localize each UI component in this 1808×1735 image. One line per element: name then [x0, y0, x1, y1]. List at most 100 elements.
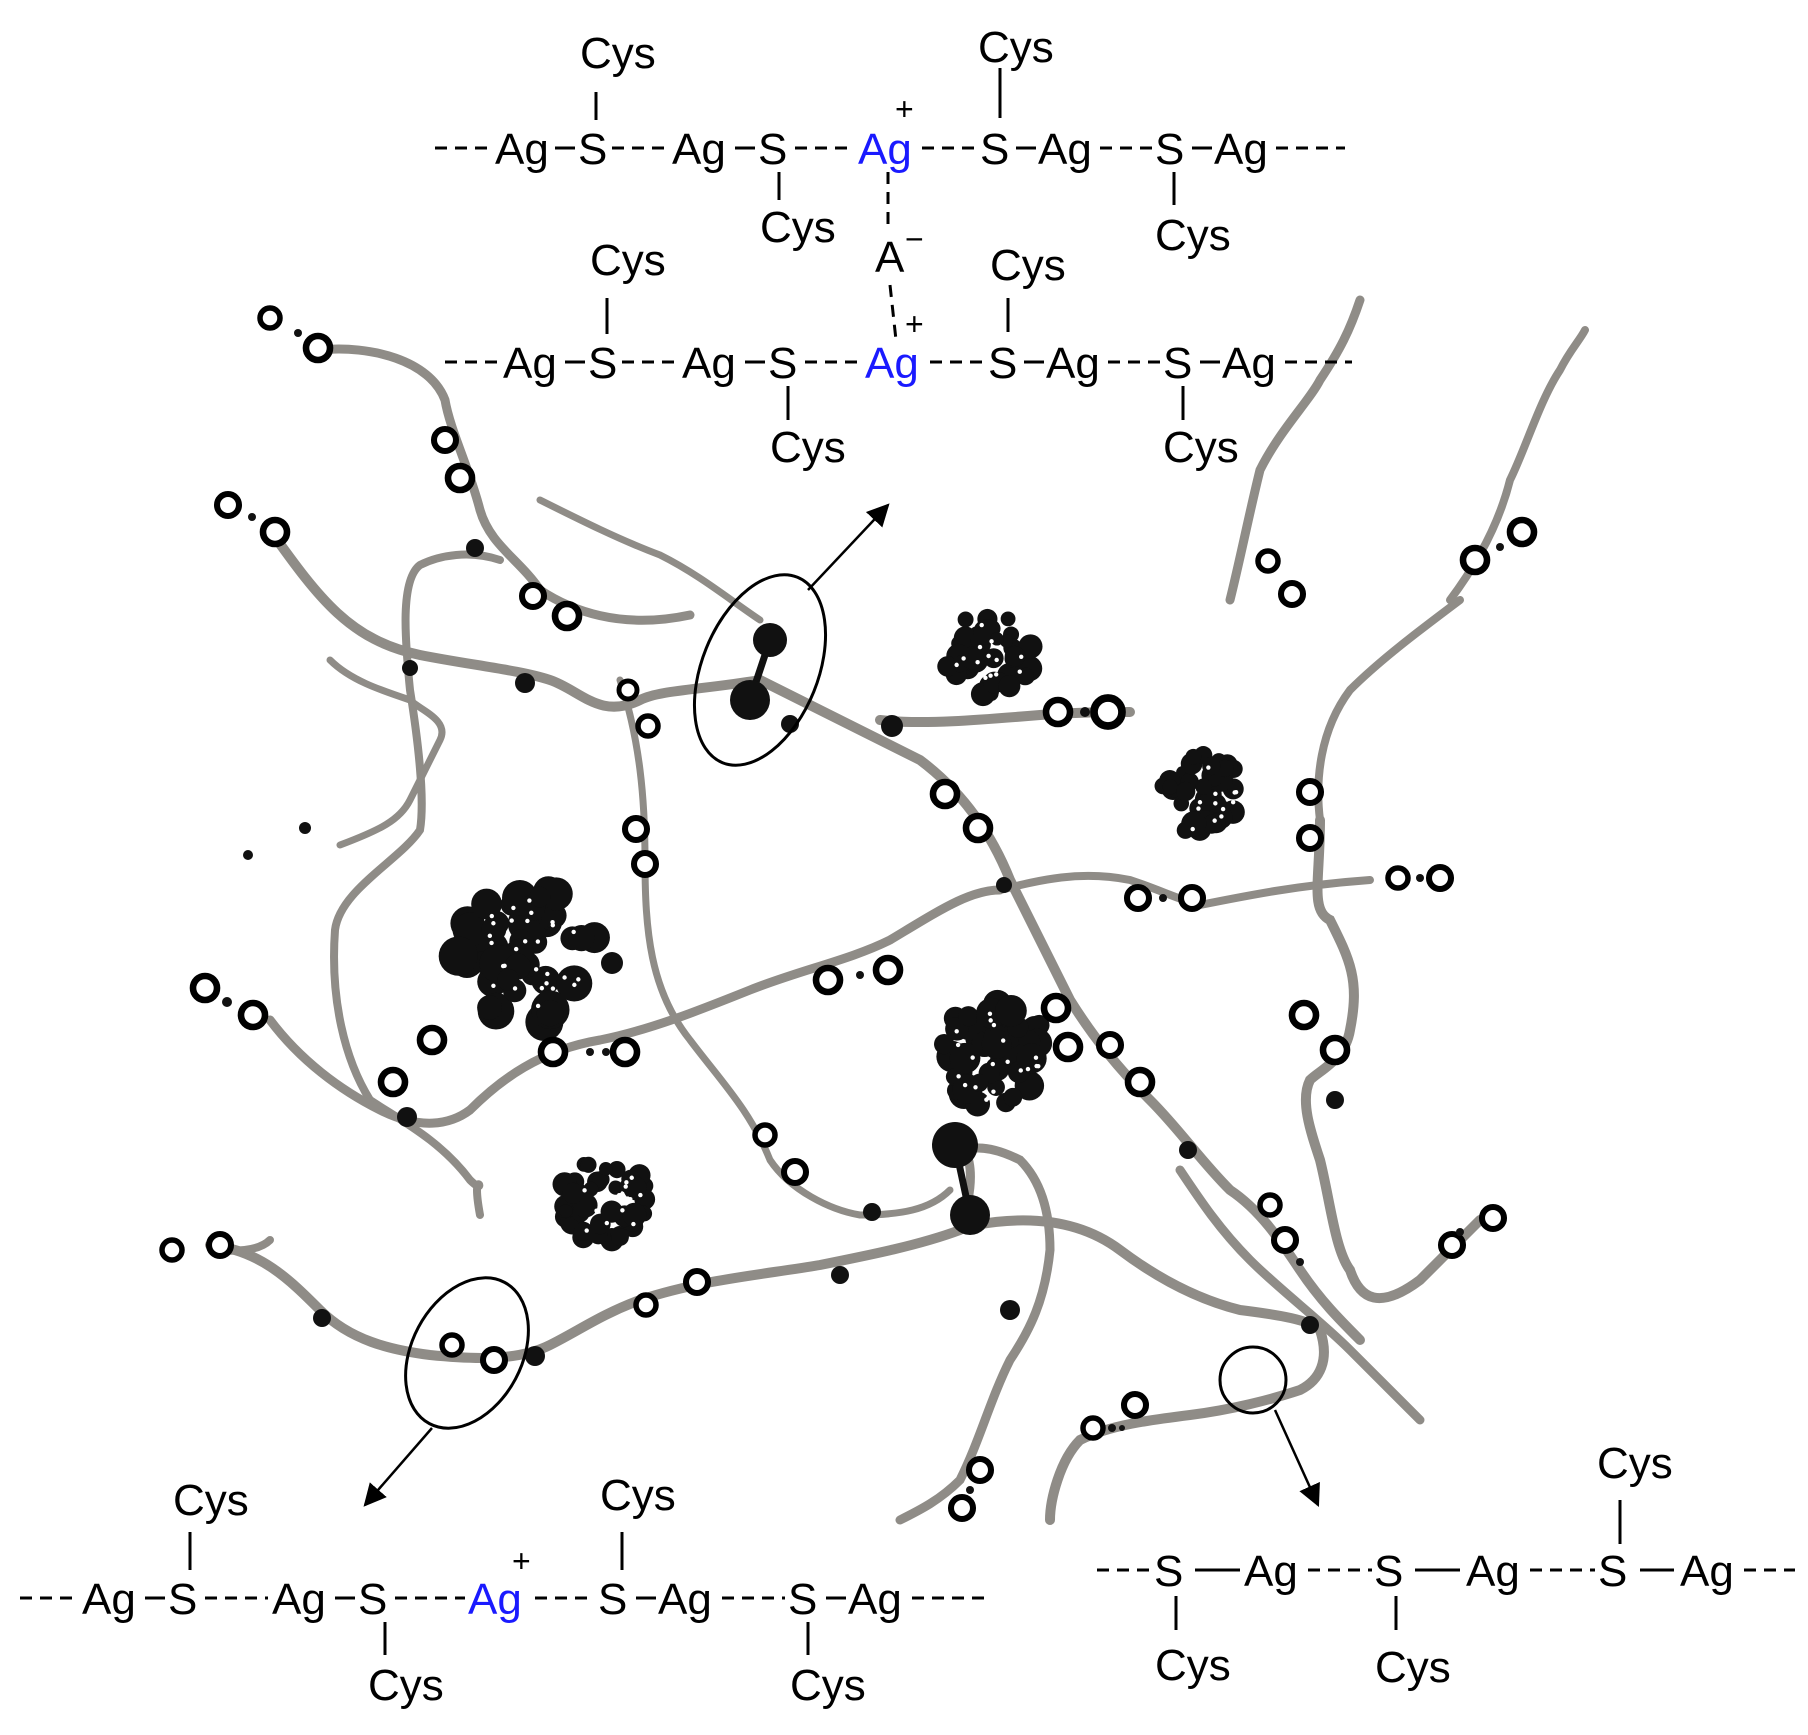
cluster-particle	[611, 1228, 629, 1246]
cluster-speckle	[562, 975, 567, 980]
cluster-speckle	[1230, 800, 1236, 805]
cluster-speckle	[535, 1003, 541, 1009]
crosslink-node	[950, 1195, 990, 1235]
ag-label: Ag	[1244, 1547, 1298, 1596]
cluster-particle	[1176, 781, 1196, 802]
fiber-7	[1225, 295, 1365, 605]
cluster-particle	[934, 1033, 955, 1055]
cluster-speckle	[525, 918, 530, 924]
cluster-speckle	[962, 1082, 968, 1088]
fiber-12	[326, 656, 446, 849]
cluster-speckle	[954, 662, 959, 668]
node-dot	[313, 1309, 331, 1327]
cluster-4	[934, 989, 1053, 1117]
ag-ion-label: Ag	[865, 339, 919, 388]
ring-mark	[635, 713, 661, 739]
cluster-speckle	[1206, 765, 1211, 770]
ring-mark	[213, 490, 243, 520]
s-label: S	[1154, 1547, 1183, 1596]
fiber-18	[536, 496, 764, 624]
node-dot	[1301, 1316, 1319, 1334]
cluster-particle	[1000, 611, 1016, 627]
node-dot	[1108, 1424, 1116, 1432]
cluster-particle	[562, 1182, 584, 1204]
ring-mark	[929, 778, 961, 810]
cys-label: Cys	[1155, 211, 1231, 260]
ring-mark	[479, 1345, 509, 1375]
arrow-top	[807, 503, 890, 591]
plus-charge: +	[895, 91, 914, 127]
s-label: S	[1374, 1547, 1403, 1596]
cluster-speckle	[513, 946, 519, 952]
fiber-11	[996, 871, 1374, 910]
cluster-speckle	[550, 919, 555, 925]
cluster-speckle	[582, 963, 588, 968]
cluster-speckle	[600, 1199, 605, 1204]
cluster-speckle	[522, 939, 528, 944]
node-dot	[1296, 1258, 1304, 1266]
node-dot	[966, 1486, 974, 1494]
ring-mark	[1506, 516, 1538, 548]
ring-mark	[1288, 999, 1320, 1031]
s-label: S	[598, 1575, 627, 1624]
s-label: S	[1163, 339, 1192, 388]
cluster-speckle	[991, 1089, 996, 1094]
cluster-particle	[995, 994, 1027, 1027]
cluster-particle	[970, 1073, 989, 1093]
cluster-particle	[937, 656, 958, 677]
cluster-2	[1154, 746, 1245, 841]
ag-label: Ag	[848, 1575, 902, 1624]
callout-ellipse-top	[692, 573, 828, 767]
cluster-speckle	[539, 985, 545, 991]
ring-mark	[551, 600, 583, 632]
ring-mark	[1437, 1230, 1467, 1260]
node-dot	[515, 673, 535, 693]
node-dot	[397, 1107, 417, 1127]
polymer-fiber-network	[205, 295, 1589, 1525]
node-dot	[1179, 1141, 1197, 1159]
cluster-speckle	[1005, 1059, 1010, 1064]
cluster-speckle	[620, 1208, 625, 1213]
ring-mark	[609, 1036, 641, 1068]
cluster-speckle	[572, 982, 577, 988]
ring-mark	[377, 1066, 409, 1098]
cluster-speckle	[986, 653, 991, 659]
node-dot	[1496, 543, 1504, 551]
fiber-8	[1446, 326, 1589, 604]
ag-label: Ag	[658, 1575, 712, 1624]
ring-mark	[1052, 1031, 1084, 1063]
node-dot	[248, 513, 256, 521]
ag-label: Ag	[272, 1575, 326, 1624]
cluster-particle	[990, 632, 1004, 646]
cluster-speckle	[487, 933, 493, 939]
anion-bridge: A −	[875, 172, 924, 341]
cluster-speckle	[1213, 791, 1218, 797]
cluster-particle	[559, 1204, 573, 1218]
cluster-particle	[1003, 1087, 1023, 1107]
node-dot	[831, 1266, 849, 1284]
cluster-1	[937, 608, 1043, 707]
cluster-speckle	[616, 1192, 622, 1198]
node-dot	[1080, 707, 1090, 717]
ring-mark	[1478, 1203, 1508, 1233]
ring-mark	[616, 678, 640, 702]
cluster-speckle	[975, 660, 980, 665]
ring-mark	[537, 1036, 569, 1068]
cluster-speckle	[1197, 800, 1203, 805]
ag-label: Ag	[1038, 125, 1092, 174]
cluster-speckle	[954, 1029, 959, 1034]
cluster-speckle	[489, 940, 494, 946]
cluster-particle	[1162, 779, 1178, 795]
ring-mark	[1270, 1225, 1300, 1255]
cluster-particle	[1185, 748, 1202, 765]
cluster-speckle	[628, 1197, 633, 1202]
ag-label: Ag	[1046, 339, 1100, 388]
ring-mark	[1124, 1066, 1156, 1098]
node-dot	[525, 1346, 545, 1366]
cluster-speckle	[509, 918, 514, 923]
ring-mark	[518, 581, 548, 611]
cluster-speckle	[512, 986, 518, 991]
cluster-particle	[622, 1202, 647, 1227]
ring-mark	[205, 1230, 235, 1260]
ring-mark	[947, 1493, 977, 1523]
